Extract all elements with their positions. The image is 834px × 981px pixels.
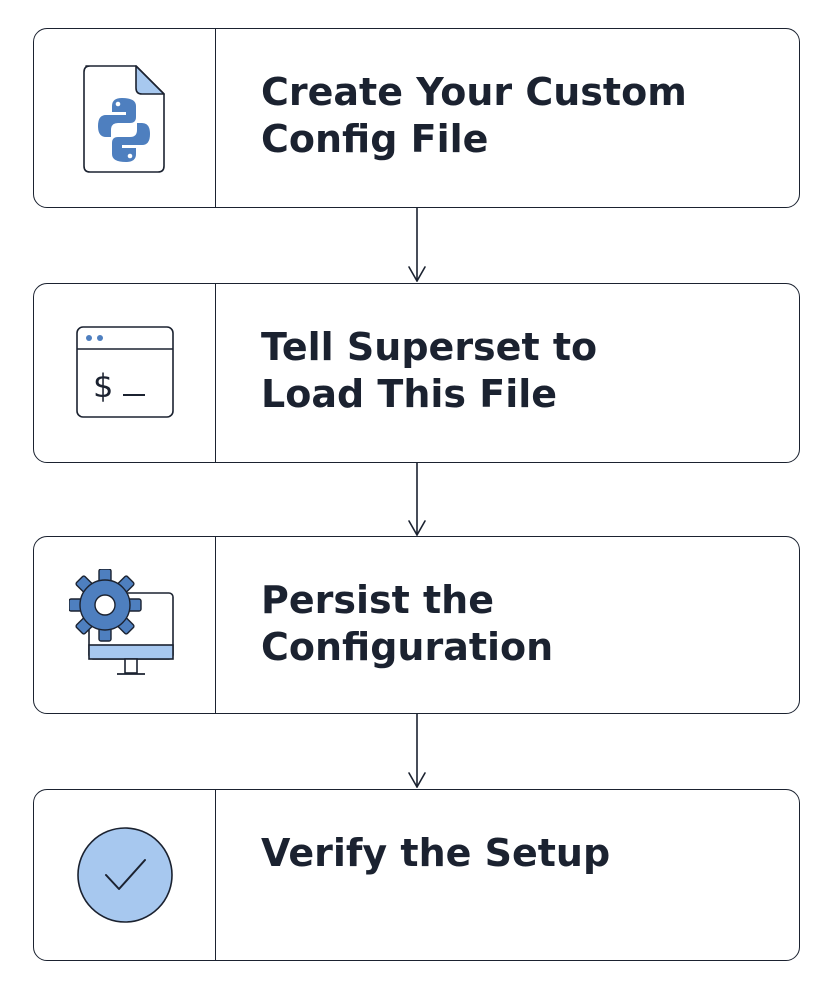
step-4-label: Verify the Setup bbox=[261, 831, 611, 875]
step-1-label: Create Your Custom Config File bbox=[261, 70, 687, 161]
connector-arrowhead-2 bbox=[408, 520, 426, 536]
connector-arrowhead-1 bbox=[408, 266, 426, 282]
python-file-icon bbox=[82, 65, 165, 173]
step-tell-superset: $ Tell Superset to Load This File bbox=[33, 283, 800, 463]
step-persist-config: Persist the Configuration bbox=[33, 536, 800, 714]
check-circle-icon bbox=[76, 827, 173, 923]
svg-text:$: $ bbox=[93, 367, 113, 405]
step-divider bbox=[215, 790, 216, 960]
connector-arrowhead-3 bbox=[408, 772, 426, 788]
step-divider bbox=[215, 29, 216, 207]
terminal-icon: $ bbox=[75, 326, 174, 418]
step-verify-setup: Verify the Setup bbox=[33, 789, 800, 961]
step-divider bbox=[215, 284, 216, 462]
step-3-label: Persist the Configuration bbox=[261, 578, 554, 669]
step-divider bbox=[215, 537, 216, 713]
gear-monitor-icon bbox=[68, 569, 174, 675]
step-create-config: Create Your Custom Config File bbox=[33, 28, 800, 208]
step-2-label: Tell Superset to Load This File bbox=[261, 325, 598, 416]
